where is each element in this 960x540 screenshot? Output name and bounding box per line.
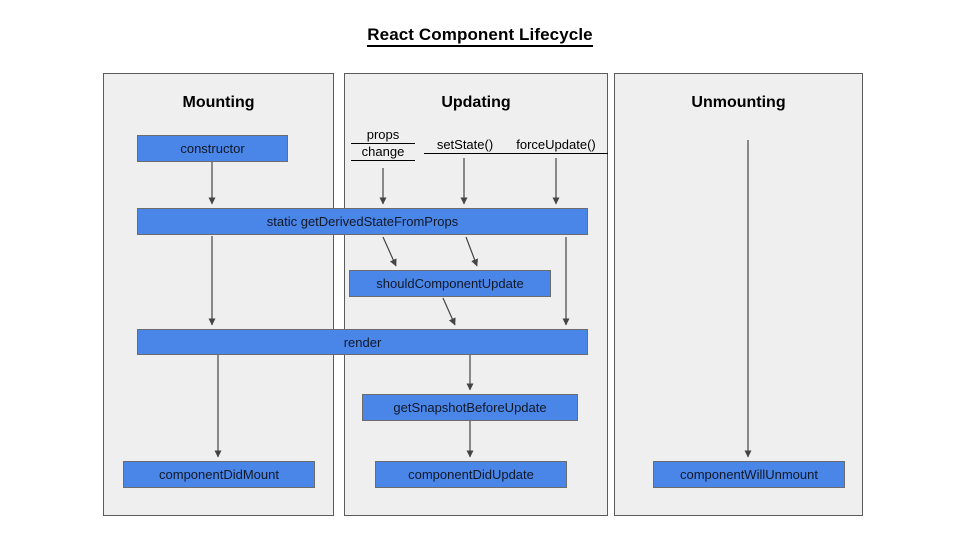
page-title-text: React Component Lifecycle bbox=[367, 25, 593, 47]
trigger-force-update-text: forceUpdate() bbox=[504, 137, 608, 154]
box-component-did-update[interactable]: componentDidUpdate bbox=[375, 461, 567, 488]
box-should-component-update[interactable]: shouldComponentUpdate bbox=[349, 270, 551, 297]
phase-heading-updating: Updating bbox=[441, 94, 511, 111]
trigger-label-props-change: props change bbox=[351, 127, 415, 161]
box-constructor[interactable]: constructor bbox=[137, 135, 288, 162]
box-get-snapshot-before-update[interactable]: getSnapshotBeforeUpdate bbox=[362, 394, 578, 421]
box-get-derived-state-from-props[interactable]: static getDerivedStateFromProps bbox=[137, 208, 588, 235]
trigger-label-force-update: forceUpdate() bbox=[504, 137, 608, 154]
trigger-set-state-text: setState() bbox=[424, 137, 506, 154]
box-constructor-label: constructor bbox=[180, 141, 245, 156]
box-component-did-mount[interactable]: componentDidMount bbox=[123, 461, 315, 488]
phase-heading-mounting: Mounting bbox=[182, 94, 255, 111]
box-component-did-update-label: componentDidUpdate bbox=[408, 467, 534, 482]
box-render-label: render bbox=[343, 334, 382, 350]
trigger-props-change-line1: props bbox=[351, 127, 415, 144]
box-get-derived-state-from-props-label: static getDerivedStateFromProps bbox=[266, 214, 459, 229]
box-component-will-unmount-label: componentWillUnmount bbox=[679, 467, 818, 482]
phase-heading-unmounting: Unmounting bbox=[691, 94, 786, 111]
box-component-will-unmount[interactable]: componentWillUnmount bbox=[653, 461, 845, 488]
box-component-did-mount-label: componentDidMount bbox=[159, 467, 279, 482]
box-should-component-update-label: shouldComponentUpdate bbox=[376, 276, 524, 291]
box-render[interactable]: render bbox=[137, 329, 588, 355]
box-get-snapshot-before-update-label: getSnapshotBeforeUpdate bbox=[393, 400, 547, 415]
phase-panel-unmounting: Unmounting bbox=[614, 73, 863, 516]
trigger-label-set-state: setState() bbox=[424, 137, 506, 154]
trigger-props-change-line2: change bbox=[351, 144, 415, 161]
page-title: React Component Lifecycle bbox=[0, 25, 960, 47]
